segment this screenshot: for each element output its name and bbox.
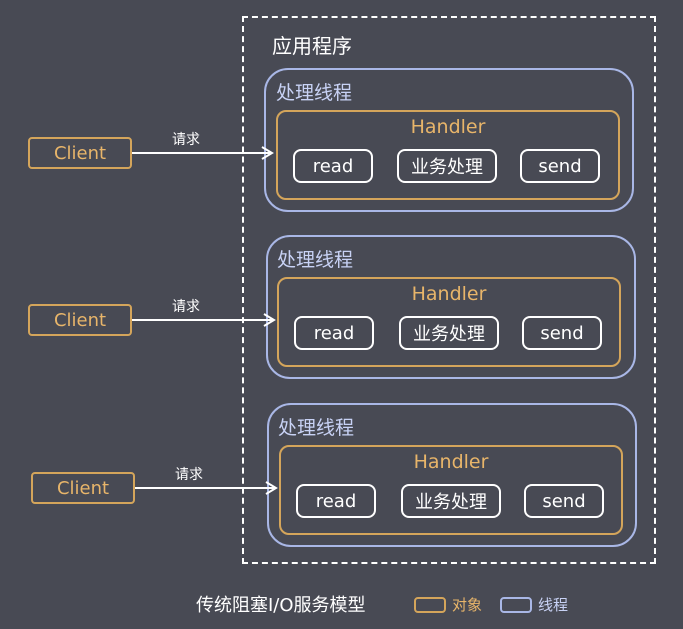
handler-box (279, 445, 623, 535)
processing-thread-title: 处理线程 (276, 82, 353, 104)
request-arrowhead (265, 481, 278, 495)
processing-thread-title: 处理线程 (277, 249, 354, 271)
request-label: 请求 (172, 299, 200, 315)
application-container (242, 16, 656, 564)
request-label: 请求 (172, 132, 200, 148)
send-step: send (520, 149, 600, 183)
legend-object-label: 对象 (452, 596, 483, 614)
processing-thread-box (266, 235, 636, 379)
read-step: read (294, 316, 374, 350)
processing-thread-box (267, 403, 637, 547)
application-title: 应用程序 (272, 34, 352, 58)
handler-title: Handler (413, 451, 489, 473)
handler-box (276, 110, 620, 200)
business-processing-step: 业务处理 (401, 484, 501, 518)
handler-title: Handler (410, 116, 486, 138)
handler-box (277, 277, 621, 367)
business-processing-step: 业务处理 (397, 149, 497, 183)
client-box: Client (28, 137, 132, 169)
legend-object-swatch (414, 597, 446, 613)
processing-thread-title: 处理线程 (278, 417, 355, 439)
legend-thread-label: 线程 (538, 596, 569, 614)
read-step: read (296, 484, 376, 518)
send-step: send (524, 484, 604, 518)
read-step: read (293, 149, 373, 183)
client-box: Client (31, 472, 135, 504)
processing-thread-box (264, 68, 634, 212)
request-arrowhead (261, 146, 274, 160)
send-step: send (522, 316, 602, 350)
business-processing-step: 业务处理 (399, 316, 499, 350)
legend-thread-swatch (500, 597, 532, 613)
diagram-caption: 传统阻塞I/O服务模型 (196, 595, 366, 616)
client-box: Client (28, 304, 132, 336)
request-arrowhead (263, 313, 276, 327)
handler-title: Handler (411, 283, 487, 305)
request-label: 请求 (175, 467, 203, 483)
